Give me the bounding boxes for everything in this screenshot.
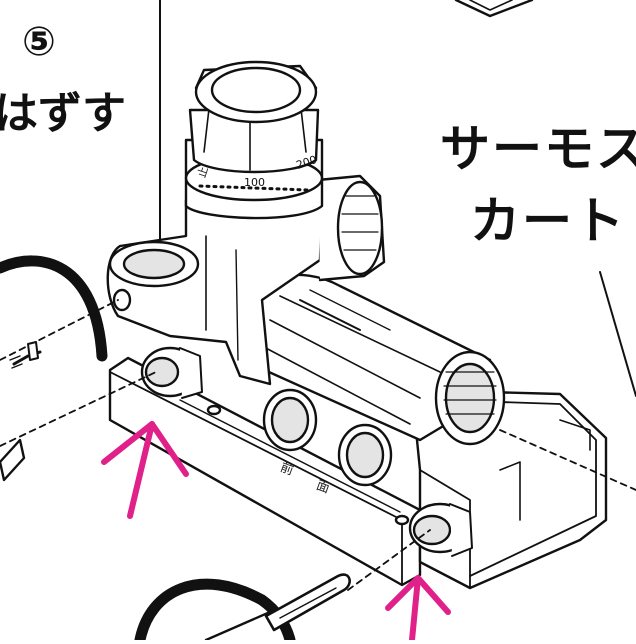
dial-mark-100: 100 bbox=[244, 176, 265, 189]
temperature-knob bbox=[184, 60, 324, 220]
callout-line-cartridge bbox=[599, 271, 636, 397]
step-number: ⑤ bbox=[22, 19, 56, 65]
thermostat-cartridge-label-line1: サーモス bbox=[440, 120, 636, 178]
valve-body bbox=[106, 188, 324, 386]
thermostat-cartridge-label-line2: カート bbox=[470, 192, 626, 250]
flathead-screwdriver-icon bbox=[204, 573, 351, 642]
base-caps bbox=[262, 388, 393, 487]
remove-label: はずす bbox=[0, 88, 126, 139]
flathead-screwdriver-icon bbox=[0, 438, 26, 482]
right-nut bbox=[408, 502, 473, 557]
cable-top bbox=[0, 255, 108, 362]
base-plate bbox=[108, 356, 422, 587]
screw-icon bbox=[9, 341, 42, 369]
threaded-ring bbox=[434, 350, 506, 446]
left-nut bbox=[140, 346, 203, 399]
side-fitting bbox=[316, 174, 386, 282]
pink-up-arrow-icon bbox=[385, 575, 451, 643]
pink-up-arrow-icon bbox=[101, 421, 189, 519]
